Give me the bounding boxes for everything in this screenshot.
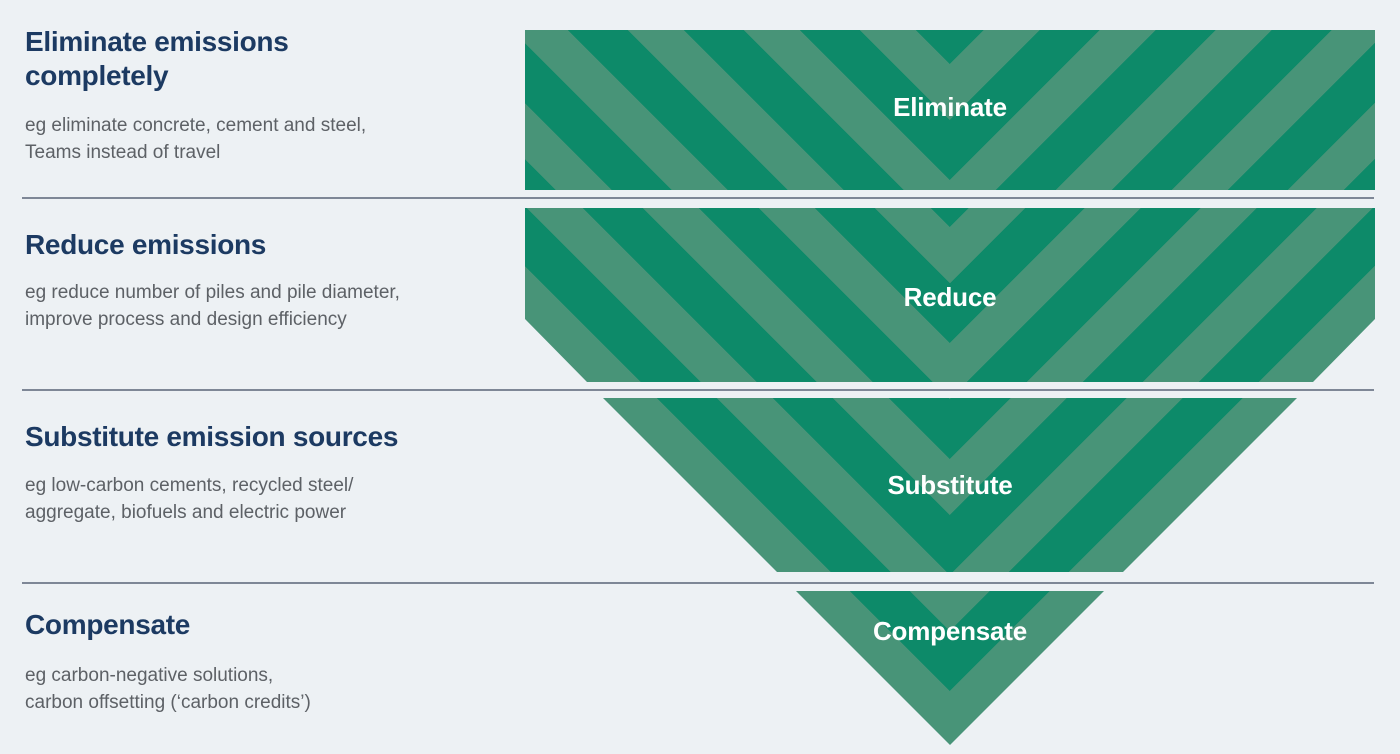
funnel-label-reduce: Reduce <box>903 282 997 312</box>
row-heading-reduce: Reduce emissions <box>25 229 267 260</box>
funnel-band-eliminate <box>525 30 1375 190</box>
description-line: carbon offsetting (‘carbon credits’) <box>25 692 311 713</box>
description-line: Teams instead of travel <box>25 142 221 163</box>
row-divider <box>22 389 1374 391</box>
description-line: eg eliminate concrete, cement and steel, <box>25 115 367 136</box>
row-description-reduce: eg reduce number of piles and pile diame… <box>25 279 495 333</box>
description-line: eg low-carbon cements, recycled steel/ <box>25 475 354 496</box>
row-heading-compensate: Compensate <box>25 609 191 640</box>
description-line: aggregate, biofuels and electric power <box>25 502 347 523</box>
description-line: eg reduce number of piles and pile diame… <box>25 282 400 303</box>
chevron-stripes <box>525 30 950 190</box>
description-line: improve process and design efficiency <box>25 309 347 330</box>
chevron-stripes <box>950 30 1375 190</box>
funnel-diagram: Eliminate Reduce Substitute Compensate <box>525 30 1375 745</box>
row-description-eliminate: eg eliminate concrete, cement and steel,… <box>25 112 495 166</box>
row-description-substitute: eg low-carbon cements, recycled steel/ a… <box>25 472 495 526</box>
funnel-label-substitute: Substitute <box>887 470 1013 500</box>
row-divider <box>22 582 1374 584</box>
row-heading-substitute: Substitute emission sources <box>25 421 399 452</box>
funnel-label-compensate: Compensate <box>872 616 1028 646</box>
row-description-compensate: eg carbon-negative solutions, carbon off… <box>25 662 495 716</box>
description-line: eg carbon-negative solutions, <box>25 665 274 686</box>
row-heading-eliminate: Eliminate emissions completely <box>25 26 289 91</box>
chevron-stripes <box>950 208 1375 382</box>
chevron-stripes <box>525 208 950 382</box>
funnel-label-eliminate: Eliminate <box>893 92 1007 122</box>
funnel-band-reduce <box>525 208 1375 382</box>
row-divider <box>22 197 1374 199</box>
